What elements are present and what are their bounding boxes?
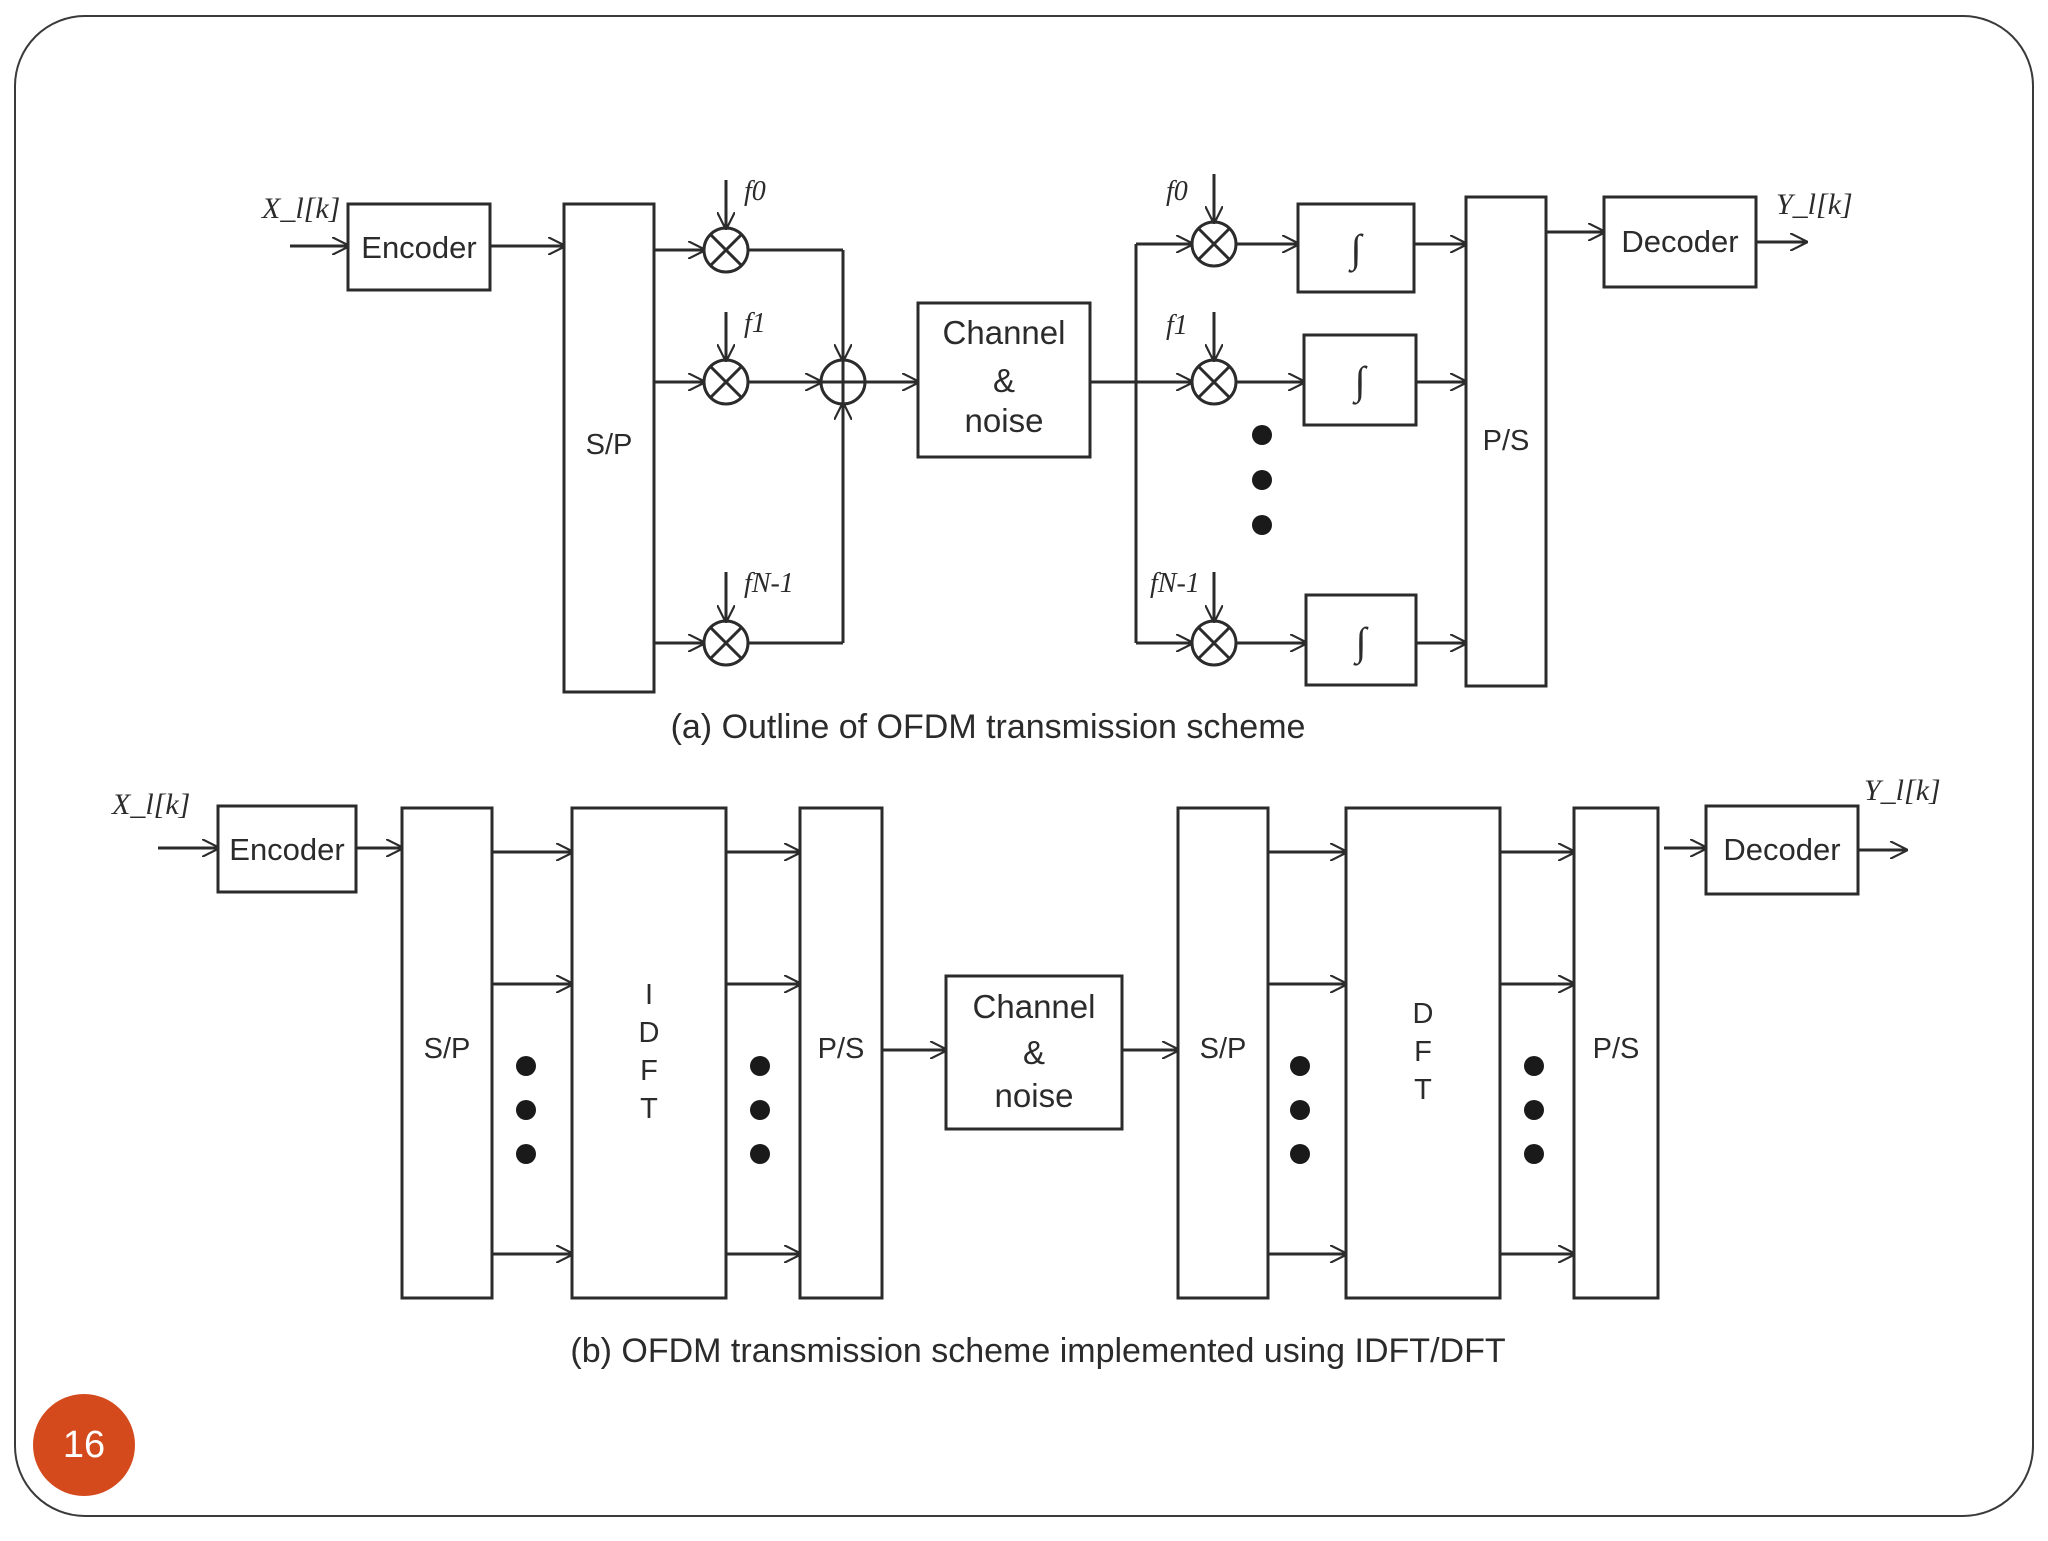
a-decoder-block	[1602, 195, 1758, 289]
b-ps-rx-label: P/S	[1593, 1033, 1640, 1065]
a-channel-block	[916, 301, 1092, 459]
page-number: 16	[62, 1423, 106, 1466]
a-tx-mixer-0: f0	[654, 176, 766, 274]
diagram-a: X_l[k] Encoder S/P f0 f1 fN-1	[261, 174, 1853, 746]
b-ellipsis-dot	[750, 1144, 770, 1164]
b-channel-line-1: Channel	[973, 988, 1096, 1025]
b-ellipsis-dot	[1290, 1144, 1310, 1164]
b-sp-label: S/P	[424, 1033, 471, 1065]
b-caption: (b) OFDM transmission scheme implemented…	[570, 1332, 1505, 1370]
b-ps-label: P/S	[818, 1033, 865, 1065]
b-sp-rx-label: S/P	[1200, 1033, 1247, 1065]
a-rx-carrier-f0: f0	[1166, 176, 1188, 207]
b-output-label: Y_l[k]	[1864, 774, 1941, 807]
b-ps-rx-block	[1572, 806, 1660, 1300]
b-ellipsis-dot	[516, 1100, 536, 1120]
a-input-label: X_l[k]	[261, 192, 340, 225]
b-decoder-label: Decoder	[1723, 832, 1840, 867]
a-channel-line-1: Channel	[943, 314, 1066, 351]
b-idft-char: D	[639, 1017, 660, 1049]
diagram-b: X_l[k] Encoder S/P I D F T P/S Channel &	[111, 774, 1941, 1370]
b-ellipsis-dot	[1524, 1056, 1544, 1076]
b-encoder-label: Encoder	[229, 832, 344, 867]
b-dft-char: F	[1414, 1036, 1432, 1068]
a-tx-carrier-f1: f1	[744, 308, 766, 339]
a-ellipsis-dot	[1252, 470, 1272, 490]
b-idft-char: I	[645, 979, 653, 1011]
a-caption: (a) Outline of OFDM transmission scheme	[671, 708, 1306, 746]
a-summing-node	[819, 358, 867, 406]
a-integrator-n-symbol: ∫	[1353, 619, 1370, 666]
a-integrator-0-symbol: ∫	[1348, 226, 1365, 273]
a-ps-label: P/S	[1483, 425, 1530, 457]
b-ellipsis-dot	[750, 1056, 770, 1076]
a-integrator-1-symbol: ∫	[1352, 358, 1369, 405]
a-tx-carrier-fn: fN-1	[744, 568, 794, 599]
b-ellipsis-dot	[1290, 1056, 1310, 1076]
a-rx-carrier-fn: fN-1	[1150, 568, 1200, 599]
a-encoder-block	[346, 202, 492, 292]
a-tx-carrier-f0: f0	[744, 176, 766, 207]
b-idft-char: T	[640, 1093, 658, 1125]
b-ellipsis-dot	[750, 1100, 770, 1120]
b-ellipsis-dot	[516, 1144, 536, 1164]
a-integrator-n	[1304, 593, 1418, 687]
a-tx-mixer-n: fN-1	[654, 568, 794, 667]
a-decoder-label: Decoder	[1621, 224, 1738, 259]
b-dft-block	[1344, 806, 1502, 1300]
a-output-label: Y_l[k]	[1776, 188, 1853, 221]
page-number-badge: 16	[33, 1394, 135, 1496]
a-channel-line-3: noise	[965, 402, 1044, 439]
b-sp-block	[400, 806, 494, 1300]
a-rx-mixer-1: f1	[1166, 310, 1238, 406]
b-idft-char: F	[640, 1055, 658, 1087]
b-channel-block	[944, 974, 1124, 1131]
b-sp-rx-block	[1176, 806, 1270, 1300]
b-input-label: X_l[k]	[111, 788, 190, 821]
a-channel-line-2: &	[993, 362, 1015, 399]
b-ellipsis-dot	[516, 1056, 536, 1076]
a-tx-mixer-1: f1	[654, 308, 766, 406]
b-ellipsis-dot	[1524, 1144, 1544, 1164]
a-sp-block	[562, 202, 656, 694]
b-channel-line-2: &	[1023, 1034, 1045, 1071]
b-ellipsis-dot	[1290, 1100, 1310, 1120]
b-channel-line-3: noise	[995, 1077, 1074, 1114]
a-ellipsis-dot	[1252, 425, 1272, 445]
b-idft-block	[570, 806, 728, 1300]
b-dft-char: T	[1414, 1074, 1432, 1106]
b-ellipsis-dot	[1524, 1100, 1544, 1120]
a-encoder-label: Encoder	[361, 230, 476, 265]
a-ps-block	[1464, 195, 1548, 688]
a-rx-mixer-0: f0	[1166, 174, 1238, 268]
a-sp-label: S/P	[586, 429, 633, 461]
a-ellipsis-dot	[1252, 515, 1272, 535]
b-ps-block	[798, 806, 884, 1300]
b-dft-char: D	[1413, 998, 1434, 1030]
a-integrator-0	[1296, 202, 1416, 294]
a-integrator-1	[1302, 333, 1418, 427]
a-rx-carrier-f1: f1	[1166, 310, 1188, 341]
